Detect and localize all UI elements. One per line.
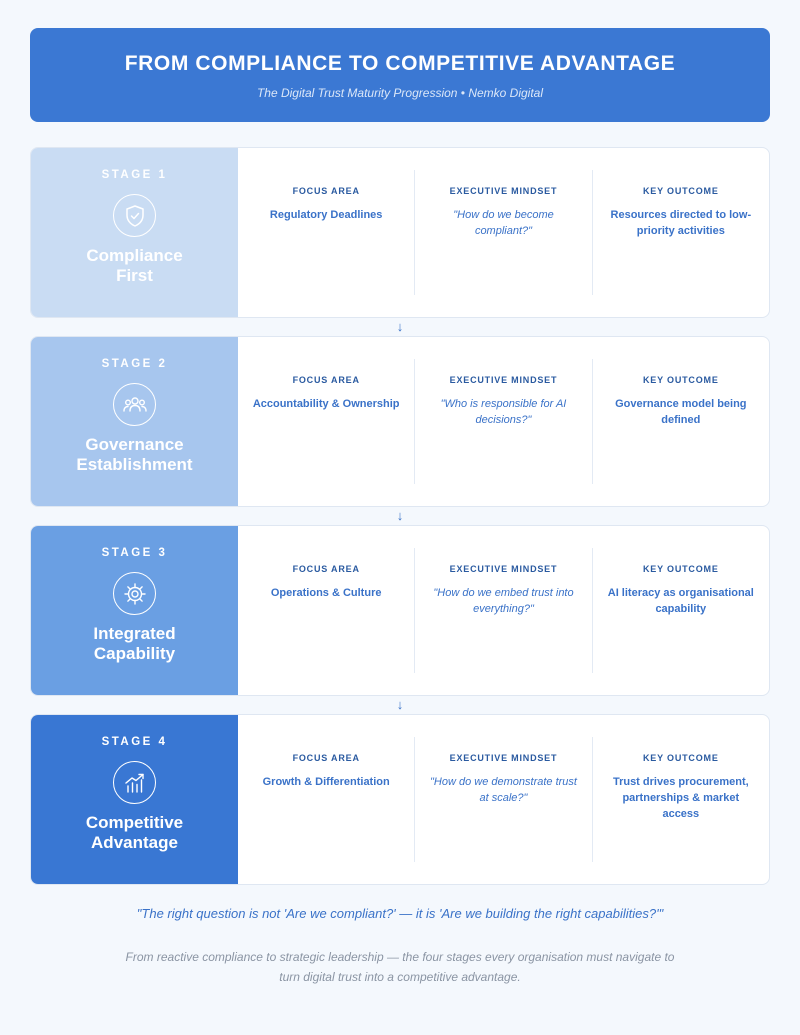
people-group-icon — [113, 383, 156, 426]
stage-side-panel: STAGE 1 Compliance First — [31, 148, 238, 317]
mindset-value: "How do we become compliant?" — [453, 209, 554, 237]
focus-heading: FOCUS AREA — [292, 564, 360, 574]
stage-name-line1: Compliance — [86, 246, 183, 265]
stage-details: FOCUS AREA Operations & Culture EXECUTIV… — [238, 526, 769, 695]
page-subtitle: The Digital Trust Maturity Progression •… — [256, 86, 544, 100]
mindset-heading: EXECUTIVE MINDSET — [449, 186, 558, 196]
mindset-heading: EXECUTIVE MINDSET — [449, 753, 558, 763]
footer-note: From reactive compliance to strategic le… — [125, 950, 675, 984]
focus-column: FOCUS AREA Growth & Differentiation — [238, 737, 414, 862]
focus-column: FOCUS AREA Operations & Culture — [238, 548, 414, 673]
gear-icon — [113, 572, 156, 615]
stage-details: FOCUS AREA Accountability & Ownership EX… — [238, 337, 769, 506]
stage-label: STAGE 2 — [101, 358, 168, 370]
mindset-column: EXECUTIVE MINDSET "How do we demonstrate… — [414, 737, 591, 862]
down-arrow-icon: ↓ — [396, 508, 404, 523]
outcome-heading: KEY OUTCOME — [642, 564, 719, 574]
stage-name-line2: Establishment — [76, 455, 193, 474]
focus-heading: FOCUS AREA — [292, 186, 360, 196]
focus-column: FOCUS AREA Regulatory Deadlines — [238, 170, 414, 295]
outcome-value: Resources directed to low-priority activ… — [610, 209, 752, 237]
outcome-column: KEY OUTCOME Governance model being defin… — [591, 359, 769, 484]
outcome-column: KEY OUTCOME Trust drives procurement, pa… — [591, 737, 769, 862]
stage-card-1: STAGE 1 Compliance First FOCUS AREA Regu… — [30, 147, 770, 318]
mindset-column: EXECUTIVE MINDSET "How do we embed trust… — [414, 548, 591, 673]
outcome-column: KEY OUTCOME Resources directed to low-pr… — [591, 170, 769, 295]
outcome-column: KEY OUTCOME AI literacy as organisationa… — [591, 548, 769, 673]
focus-value: Regulatory Deadlines — [269, 209, 383, 221]
stage-label: STAGE 3 — [101, 547, 168, 559]
stage-card-2: STAGE 2 Governance Establishment FOCUS A… — [30, 336, 770, 507]
mindset-heading: EXECUTIVE MINDSET — [449, 375, 558, 385]
outcome-value: Trust drives procurement, partnerships &… — [612, 776, 749, 820]
stage-name: Integrated Capability — [31, 624, 238, 664]
down-arrow-icon: ↓ — [396, 319, 404, 334]
outcome-value: Governance model being defined — [615, 398, 747, 426]
key-quote: "The right question is not 'Are we compl… — [136, 906, 664, 921]
mindset-value: "Who is responsible for AI decisions?" — [440, 398, 567, 426]
focus-heading: FOCUS AREA — [292, 375, 360, 385]
stage-side-panel: STAGE 4 Competitive Advantage — [31, 715, 238, 884]
mindset-value: "How do we embed trust into everything?" — [433, 587, 574, 615]
focus-column: FOCUS AREA Accountability & Ownership — [238, 359, 414, 484]
focus-heading: FOCUS AREA — [292, 753, 360, 763]
stage-label: STAGE 4 — [101, 736, 168, 748]
mindset-heading: EXECUTIVE MINDSET — [449, 564, 558, 574]
shield-check-icon — [113, 194, 156, 237]
stage-label: STAGE 1 — [101, 169, 168, 181]
stage-card-3: STAGE 3 Integrated Capability FOCUS AREA — [30, 525, 770, 696]
focus-value: Accountability & Ownership — [252, 398, 400, 410]
outcome-heading: KEY OUTCOME — [642, 186, 719, 196]
stage-name-line2: Advantage — [91, 833, 178, 852]
focus-value: Growth & Differentiation — [262, 776, 390, 788]
stage-name: Compliance First — [31, 246, 238, 286]
page-title: FROM COMPLIANCE TO COMPETITIVE ADVANTAGE — [124, 52, 676, 75]
stage-details: FOCUS AREA Regulatory Deadlines EXECUTIV… — [238, 148, 769, 317]
focus-value: Operations & Culture — [270, 587, 382, 599]
outcome-heading: KEY OUTCOME — [642, 753, 719, 763]
growth-chart-icon — [113, 761, 156, 804]
down-arrow-icon: ↓ — [396, 697, 404, 712]
stage-name: Governance Establishment — [31, 435, 238, 475]
outcome-heading: KEY OUTCOME — [642, 375, 719, 385]
stage-details: FOCUS AREA Growth & Differentiation EXEC… — [238, 715, 769, 884]
stage-side-panel: STAGE 2 Governance Establishment — [31, 337, 238, 506]
header-banner: FROM COMPLIANCE TO COMPETITIVE ADVANTAGE… — [30, 28, 770, 122]
mindset-column: EXECUTIVE MINDSET "Who is responsible fo… — [414, 359, 591, 484]
stage-name-line1: Integrated — [93, 624, 176, 643]
stage-name-line2: Capability — [93, 644, 176, 663]
outcome-value: AI literacy as organisational capability — [607, 587, 754, 615]
stage-name-line2: First — [116, 266, 153, 285]
stage-card-4: STAGE 4 Competitive Advantage FOCUS AREA… — [30, 714, 770, 885]
stage-side-panel: STAGE 3 Integrated Capability — [31, 526, 238, 695]
stage-name-line1: Competitive — [85, 813, 184, 832]
mindset-value: "How do we demonstrate trust at scale?" — [430, 776, 577, 804]
stage-name: Competitive Advantage — [31, 813, 238, 853]
mindset-column: EXECUTIVE MINDSET "How do we become comp… — [414, 170, 591, 295]
stage-name-line1: Governance — [85, 435, 184, 454]
